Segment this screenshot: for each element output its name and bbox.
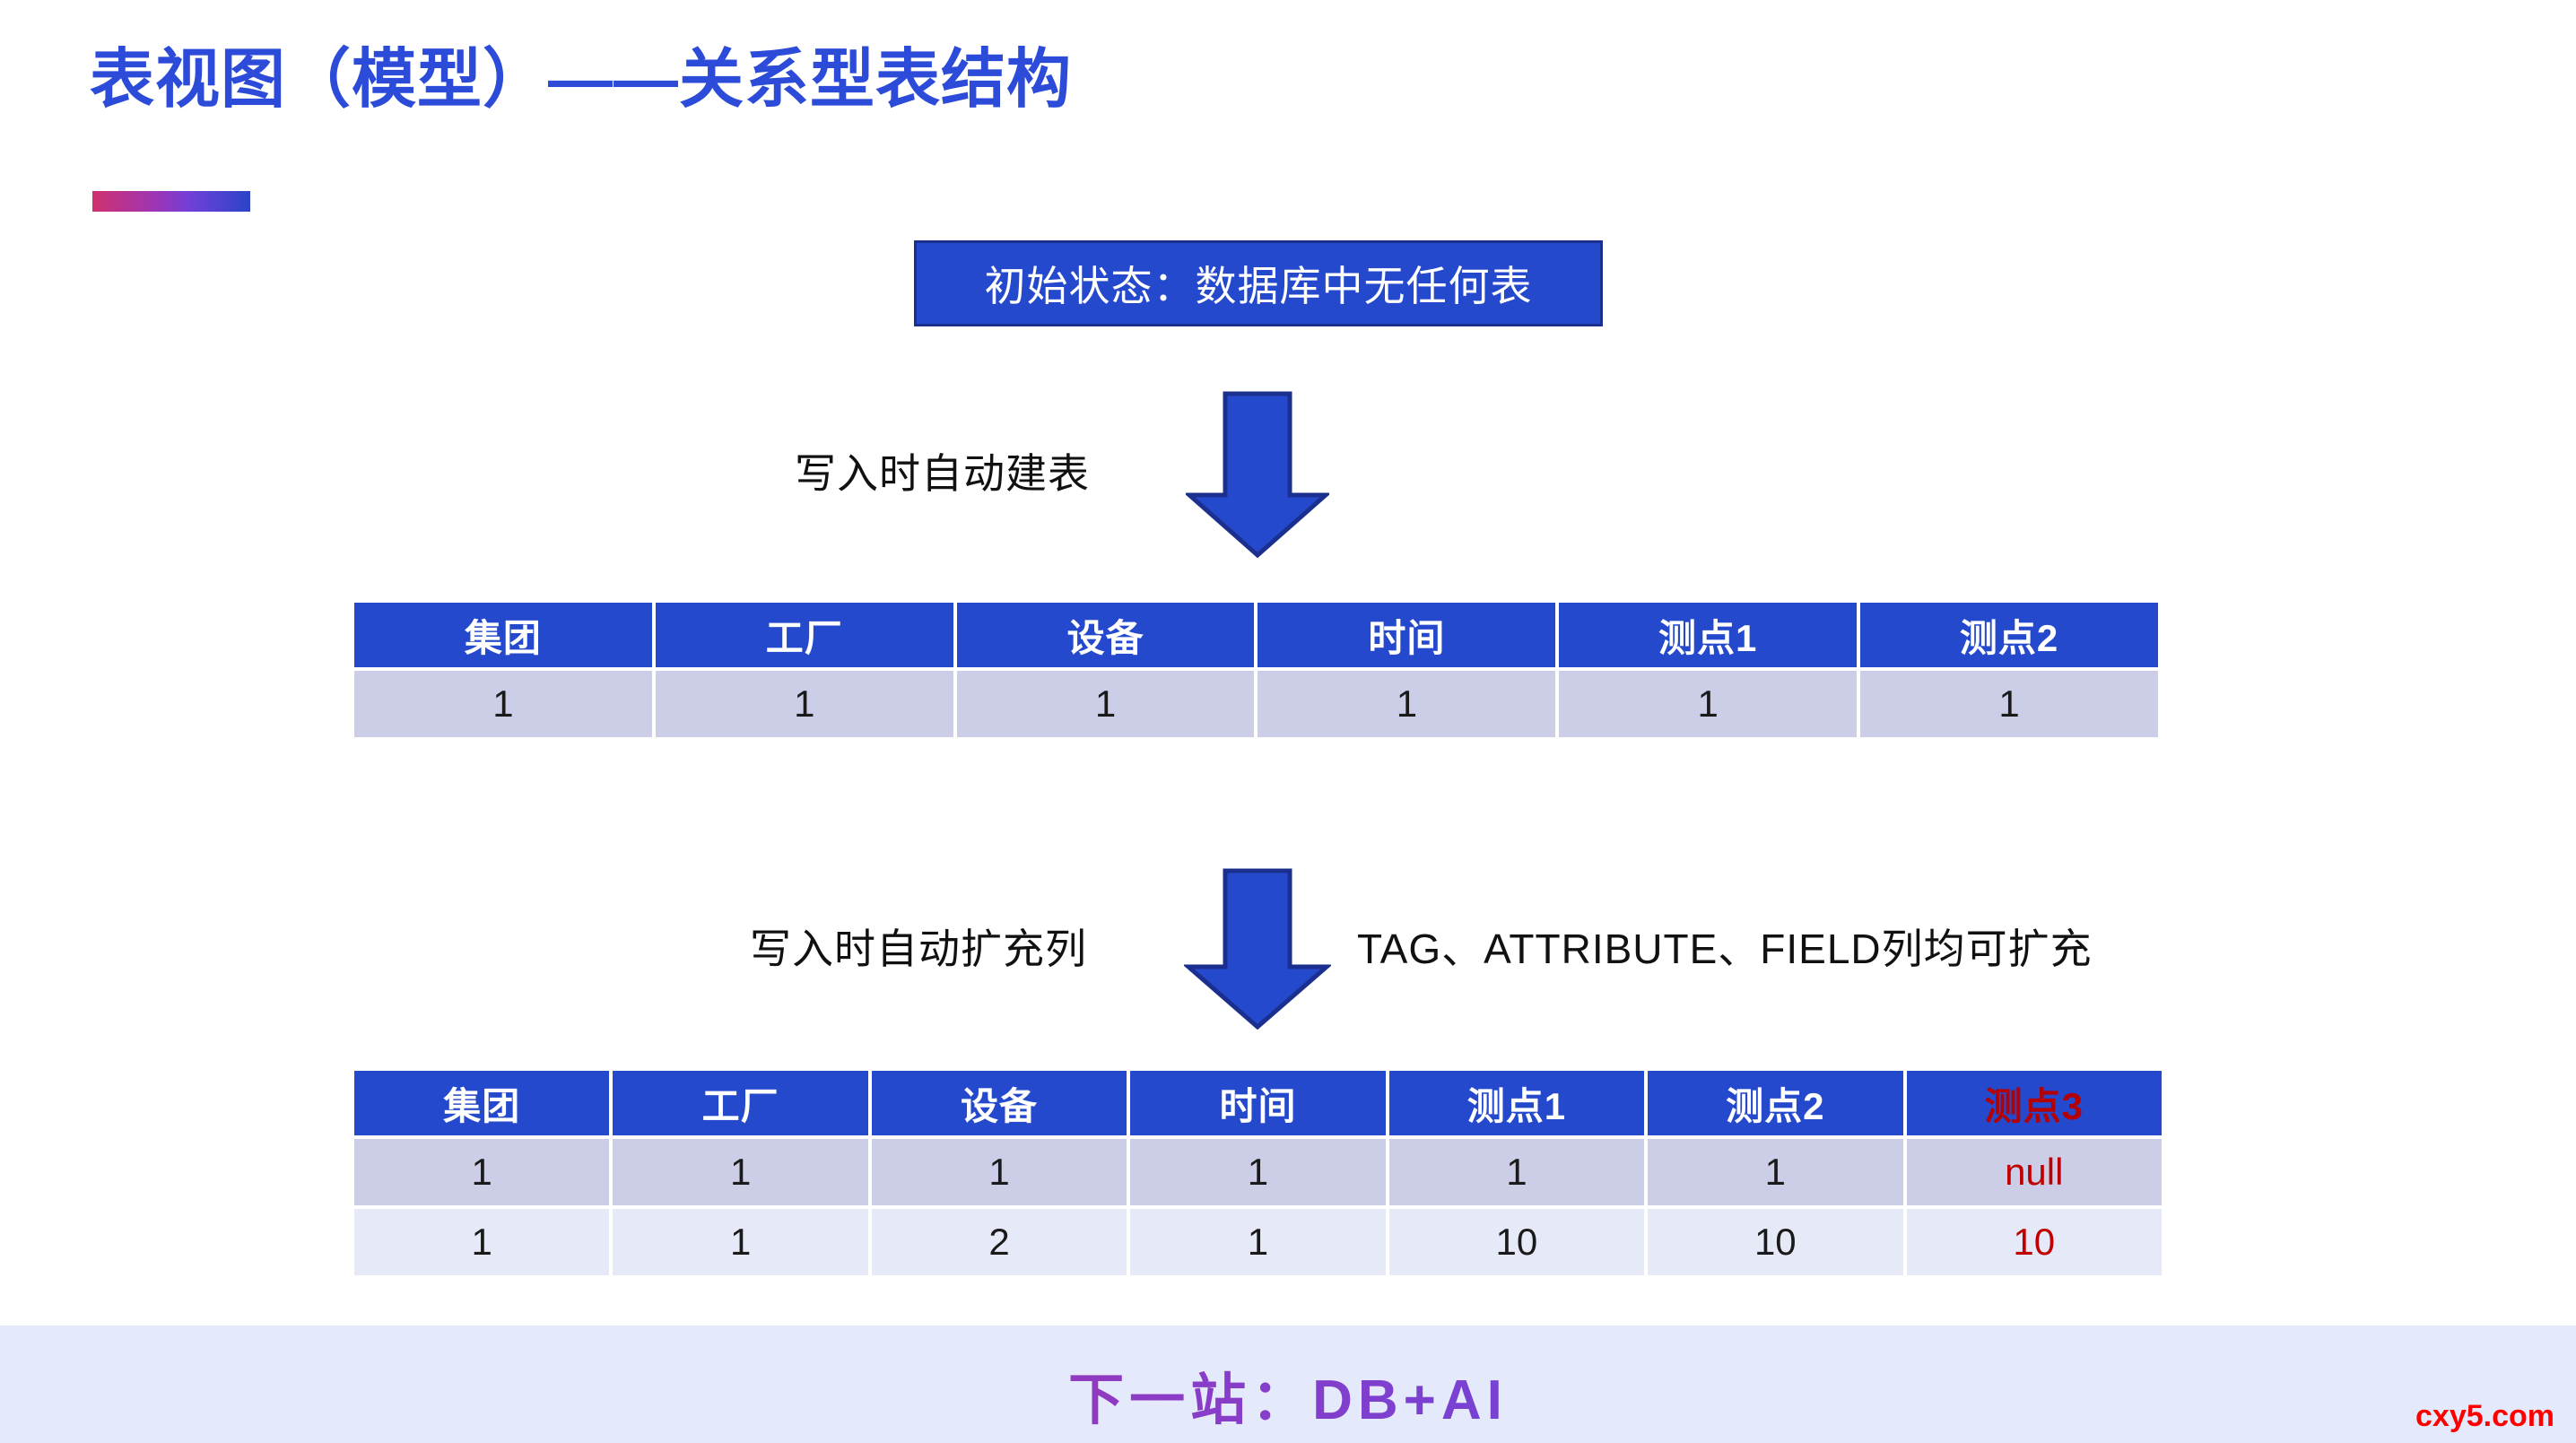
table-cell: 1 bbox=[1559, 671, 1858, 737]
column-header-point-1: 测点1 bbox=[1388, 1071, 1645, 1135]
table-cell: 1 bbox=[354, 1139, 610, 1205]
column-header-factory: 工厂 bbox=[655, 603, 953, 667]
table-row: 1 1 1 1 1 1 null bbox=[354, 1139, 2162, 1205]
table-cell: 1 bbox=[613, 1209, 868, 1275]
table-cell: 1 bbox=[1388, 1139, 1645, 1205]
flow-caption-auto-expand: 写入时自动扩充列 bbox=[750, 926, 1087, 972]
table-cell: 1 bbox=[1648, 1139, 1903, 1205]
table-expanded: 集团 工厂 设备 时间 测点1 测点2 测点3 1 1 1 1 1 1 null… bbox=[351, 1067, 2165, 1279]
table-cell: 1 bbox=[1258, 671, 1556, 737]
page-title: 表视图（模型）——关系型表结构 bbox=[90, 44, 1073, 116]
footer-band bbox=[0, 1326, 2576, 1443]
table-cell: 10 bbox=[1648, 1209, 1903, 1275]
column-header-time: 时间 bbox=[1258, 603, 1556, 667]
table-cell: 1 bbox=[354, 1209, 610, 1275]
table-cell: 10 bbox=[1388, 1209, 1645, 1275]
footer-tagline: 下一站：DB+AI bbox=[0, 1354, 2576, 1435]
down-arrow-icon-auto-expand bbox=[1184, 868, 1331, 1030]
column-header-device: 设备 bbox=[956, 603, 1255, 667]
column-header-point-2: 测点2 bbox=[1860, 603, 2158, 667]
column-header-point-1: 测点1 bbox=[1559, 603, 1858, 667]
table-cell: 1 bbox=[1860, 671, 2158, 737]
table-header-row: 集团 工厂 设备 时间 测点1 测点2 测点3 bbox=[354, 1071, 2162, 1135]
flow-caption-auto-create: 写入时自动建表 bbox=[795, 450, 1090, 497]
table-cell: 1 bbox=[956, 671, 1255, 737]
table-cell: 2 bbox=[871, 1209, 1127, 1275]
table-cell: 1 bbox=[655, 671, 953, 737]
column-header-device: 设备 bbox=[871, 1071, 1127, 1135]
column-header-group: 集团 bbox=[354, 1071, 610, 1135]
column-header-time: 时间 bbox=[1130, 1071, 1386, 1135]
table-row: 1 1 1 1 1 1 bbox=[354, 671, 2158, 737]
initial-state-callout: 初始状态：数据库中无任何表 bbox=[914, 240, 1603, 326]
table-header-row: 集团 工厂 设备 时间 测点1 测点2 bbox=[354, 603, 2158, 667]
table-cell: 1 bbox=[354, 671, 652, 737]
down-arrow-icon-auto-create bbox=[1186, 391, 1329, 558]
table-cell: 1 bbox=[1130, 1139, 1386, 1205]
table-cell-null: null bbox=[1906, 1139, 2162, 1205]
title-accent-bar bbox=[92, 191, 250, 212]
column-header-factory: 工厂 bbox=[613, 1071, 868, 1135]
table-cell: 1 bbox=[1130, 1209, 1386, 1275]
watermark: cxy5.com bbox=[2415, 1399, 2554, 1433]
table-cell: 1 bbox=[871, 1139, 1127, 1205]
column-header-point-3-new: 测点3 bbox=[1906, 1071, 2162, 1135]
table-initial: 集团 工厂 设备 时间 测点1 测点2 1 1 1 1 1 1 bbox=[351, 599, 2162, 741]
column-header-point-2: 测点2 bbox=[1648, 1071, 1903, 1135]
flow-note-expandable-columns: TAG、ATTRIBUTE、FIELD列均可扩充 bbox=[1357, 926, 2093, 972]
table-cell-new-value: 10 bbox=[1906, 1209, 2162, 1275]
column-header-group: 集团 bbox=[354, 603, 652, 667]
table-row: 1 1 2 1 10 10 10 bbox=[354, 1209, 2162, 1275]
table-cell: 1 bbox=[613, 1139, 868, 1205]
initial-state-label: 初始状态：数据库中无任何表 bbox=[984, 263, 1533, 309]
